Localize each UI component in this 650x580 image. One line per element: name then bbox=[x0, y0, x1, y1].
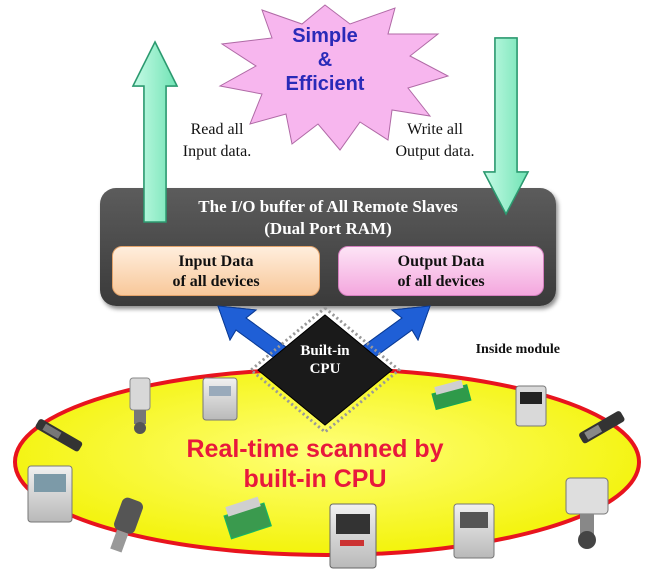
inside-module-label: Inside module bbox=[475, 342, 560, 357]
output-data-box: Output Data of all devices bbox=[338, 246, 544, 296]
input-data-line-1: Input Data bbox=[178, 253, 254, 270]
cpu-label-line-2: CPU bbox=[309, 361, 341, 377]
scan-label-line-2: built-in CPU bbox=[243, 465, 387, 493]
device-terminal-green bbox=[431, 379, 472, 411]
device-sensor-left bbox=[35, 419, 83, 452]
device-controller-bottom bbox=[453, 503, 495, 559]
read-label-line-2: Input data. bbox=[182, 143, 252, 160]
write-label-line-1: Write all bbox=[407, 121, 463, 138]
cpu-label-line-1: Built-in bbox=[300, 343, 350, 359]
device-pressure-transmitter bbox=[110, 497, 143, 553]
device-hmi-left bbox=[27, 465, 73, 523]
write-label-line-2: Output data. bbox=[395, 143, 475, 160]
burst-line-3: Efficient bbox=[285, 73, 365, 95]
device-actuator bbox=[565, 477, 609, 549]
output-data-line-2: of all devices bbox=[397, 273, 485, 290]
burst-line-1: Simple bbox=[292, 25, 358, 47]
scan-label-line-1: Real-time scanned by bbox=[186, 435, 444, 463]
scan-label: Real-time scanned by built-in CPU bbox=[150, 434, 480, 494]
device-sensor-right bbox=[579, 411, 625, 444]
highlight-burst bbox=[218, 4, 450, 151]
device-valve-module bbox=[129, 377, 151, 434]
io-buffer-title-line-2: (Dual Port RAM) bbox=[264, 219, 392, 238]
output-data-line-1: Output Data bbox=[397, 253, 485, 270]
burst-line-2: & bbox=[317, 49, 333, 71]
io-buffer-title: The I/O buffer of All Remote Slaves (Dua… bbox=[100, 196, 556, 240]
input-data-box: Input Data of all devices bbox=[112, 246, 320, 296]
read-label-line-1: Read all bbox=[190, 121, 244, 138]
device-controller-right bbox=[515, 385, 547, 427]
device-io-module-top bbox=[202, 377, 238, 421]
device-inverter bbox=[329, 503, 377, 569]
device-terminal-bottom bbox=[223, 496, 272, 540]
io-buffer-title-line-1: The I/O buffer of All Remote Slaves bbox=[198, 197, 458, 216]
cpu-label: Built-in CPU bbox=[276, 342, 374, 378]
input-data-line-2: of all devices bbox=[172, 273, 260, 290]
